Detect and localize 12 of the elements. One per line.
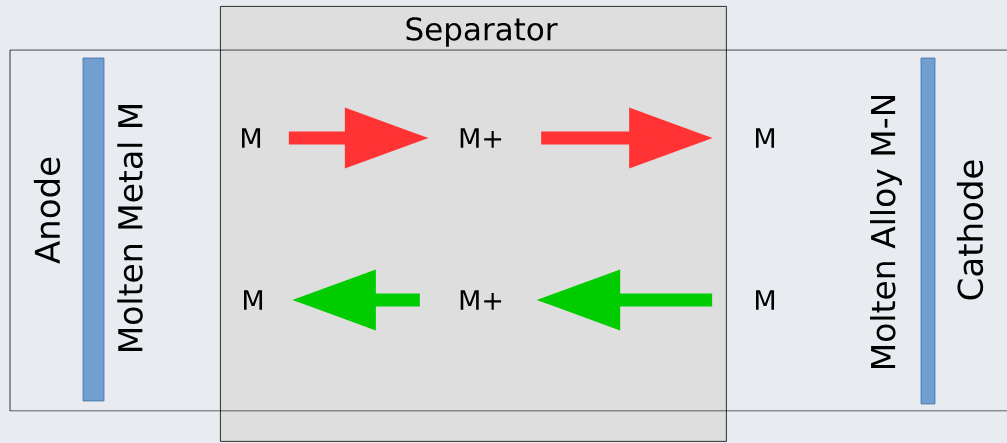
material-label: Molten Alloy M-N bbox=[870, 95, 902, 369]
ion-label: M bbox=[242, 128, 261, 148]
ion-label: M+ bbox=[460, 290, 502, 310]
electrode-label: Anode bbox=[33, 157, 61, 264]
ion-label: M+ bbox=[460, 128, 502, 148]
ion-label: M bbox=[244, 290, 263, 310]
separator-label: Separator bbox=[406, 17, 558, 47]
ion-label: M bbox=[756, 290, 774, 310]
electrode-label: Cathode bbox=[956, 160, 984, 300]
ion-label: M bbox=[756, 128, 774, 148]
material-label: Molten Metal M bbox=[117, 104, 143, 352]
separator-box bbox=[220, 6, 727, 442]
